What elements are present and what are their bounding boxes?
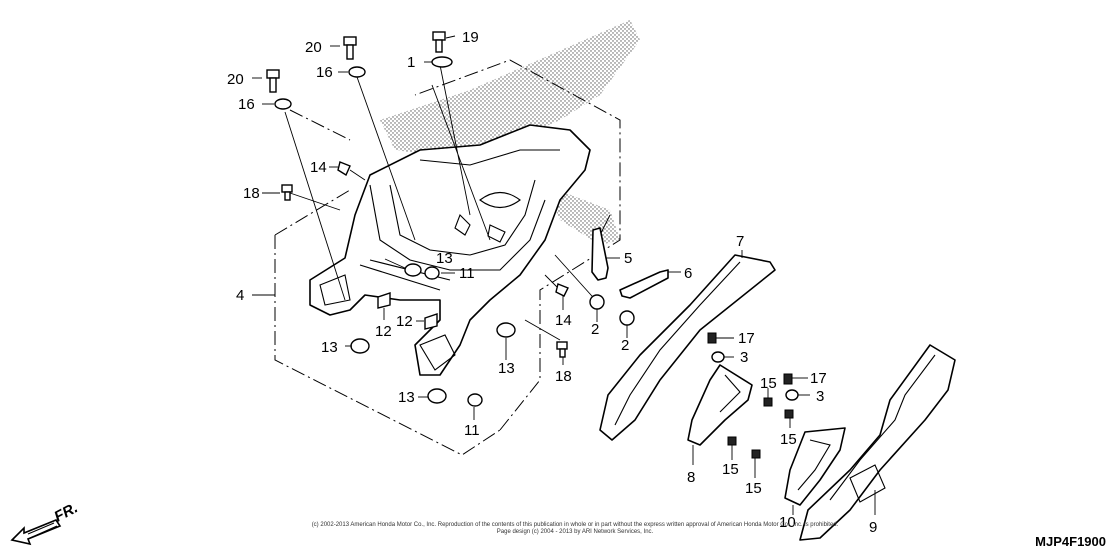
callout-12-right[interactable]: 12 <box>396 313 413 330</box>
callout-9[interactable]: 9 <box>869 519 877 536</box>
nut-11-a[interactable] <box>424 266 440 280</box>
callout-20-upper[interactable]: 20 <box>305 39 322 56</box>
bolt-20-lower[interactable] <box>266 69 280 93</box>
callout-13-right[interactable]: 13 <box>498 360 515 377</box>
callout-15-c[interactable]: 15 <box>722 461 739 478</box>
clip-12-a[interactable] <box>377 292 391 309</box>
callout-16-upper[interactable]: 16 <box>316 64 333 81</box>
callout-2-upper[interactable]: 2 <box>591 321 599 338</box>
screw-15-c[interactable] <box>727 436 737 446</box>
shading-area <box>380 20 640 160</box>
washer-1[interactable] <box>431 56 453 68</box>
callout-1[interactable]: 1 <box>407 54 415 71</box>
callout-7[interactable]: 7 <box>736 233 744 250</box>
callout-12-left[interactable]: 12 <box>375 323 392 340</box>
screw-17-left[interactable] <box>707 332 717 344</box>
callout-5[interactable]: 5 <box>624 250 632 267</box>
bolt-18-lower[interactable] <box>556 341 568 358</box>
callout-6[interactable]: 6 <box>684 265 692 282</box>
callout-17-left[interactable]: 17 <box>738 330 755 347</box>
stay-5[interactable] <box>591 227 609 281</box>
front-direction-arrow-icon <box>10 519 62 546</box>
assembly-boundary-inner <box>274 109 351 236</box>
stay-6[interactable] <box>619 269 669 299</box>
screw-15-d[interactable] <box>751 449 761 459</box>
callout-13-lower[interactable]: 13 <box>398 389 415 406</box>
cover-8[interactable] <box>687 364 753 446</box>
grommet-13-a[interactable] <box>404 263 422 277</box>
screw-15-a[interactable] <box>763 397 773 407</box>
callout-13-left[interactable]: 13 <box>321 339 338 356</box>
screw-17-right[interactable] <box>783 373 793 385</box>
callout-16-lower[interactable]: 16 <box>238 96 255 113</box>
callout-19[interactable]: 19 <box>462 29 479 46</box>
callout-17-right[interactable]: 17 <box>810 370 827 387</box>
copyright-line-2: Page design (c) 2004 - 2013 by ARI Netwo… <box>496 529 654 535</box>
screw-15-b[interactable] <box>784 409 794 419</box>
callout-10[interactable]: 10 <box>779 514 796 531</box>
callout-13-upper[interactable]: 13 <box>436 250 453 267</box>
rear-cowl-9[interactable] <box>799 344 956 541</box>
rear-frame-assembly[interactable] <box>309 124 591 376</box>
washer-16-lower[interactable] <box>274 98 292 110</box>
callout-3-right[interactable]: 3 <box>816 388 824 405</box>
clip-12-b[interactable] <box>424 313 438 330</box>
callout-14-upper[interactable]: 14 <box>310 159 327 176</box>
side-cover-7[interactable] <box>599 254 776 441</box>
callout-14-lower[interactable]: 14 <box>555 312 572 329</box>
callout-8[interactable]: 8 <box>687 469 695 486</box>
callout-20-lower[interactable]: 20 <box>227 71 244 88</box>
bolt-20-upper[interactable] <box>343 36 357 60</box>
callout-11-lower[interactable]: 11 <box>464 422 480 439</box>
callout-15-a[interactable]: 15 <box>760 375 777 392</box>
grommet-13-c[interactable] <box>496 322 516 338</box>
grommet-13-d[interactable] <box>427 388 447 404</box>
washer-16-upper[interactable] <box>348 66 366 78</box>
callout-3-left[interactable]: 3 <box>740 349 748 366</box>
callout-18-upper[interactable]: 18 <box>243 185 260 202</box>
clip-14-upper[interactable] <box>337 161 351 177</box>
bolt-18-upper[interactable] <box>281 184 293 201</box>
catalog-code: MJP4F1900 <box>1035 534 1106 549</box>
leader-lines <box>284 64 611 341</box>
shading-area-lower <box>545 185 620 245</box>
callout-11-upper[interactable]: 11 <box>459 265 475 282</box>
copyright-notice: (c) 2002-2013 American Honda Motor Co., … <box>250 522 900 536</box>
nut-11-b[interactable] <box>467 393 483 407</box>
assembly-boundary <box>274 59 621 456</box>
bolt-19[interactable] <box>432 31 446 53</box>
callout-18-lower[interactable]: 18 <box>555 368 572 385</box>
copyright-line-1: (c) 2002-2013 American Honda Motor Co., … <box>311 522 839 528</box>
callout-2-lower[interactable]: 2 <box>621 337 629 354</box>
callout-15-d[interactable]: 15 <box>745 480 762 497</box>
callout-4[interactable]: 4 <box>236 287 244 304</box>
callout-15-b[interactable]: 15 <box>780 431 797 448</box>
clip-14-lower[interactable] <box>555 283 569 297</box>
bracket-10[interactable] <box>784 427 846 506</box>
